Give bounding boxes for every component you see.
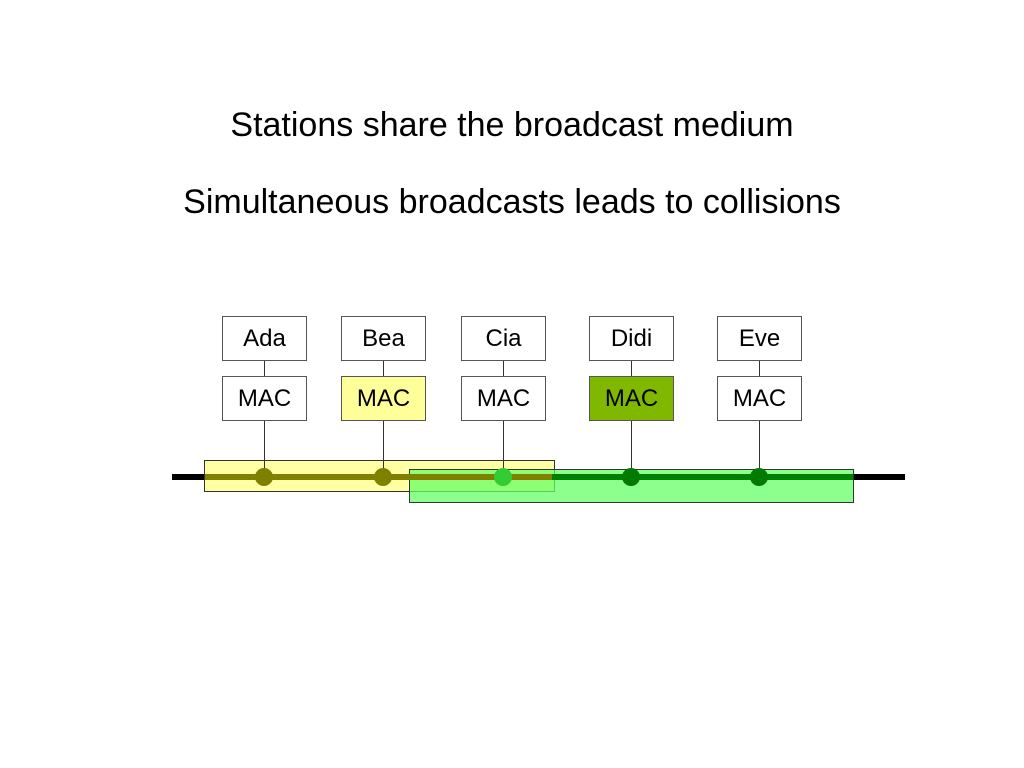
station-eve-mac-box: MAC: [717, 376, 802, 421]
station-eve-bus-connector: [759, 421, 760, 477]
station-didi-mac-box: MAC: [589, 376, 674, 421]
station-bea-box: Bea: [341, 316, 426, 361]
station-didi-top-connector: [631, 361, 632, 376]
station-bea-mac-box: MAC: [341, 376, 426, 421]
station-bea-top-connector: [383, 361, 384, 376]
station-didi-tap-dot: [622, 468, 640, 486]
station-cia-tap-dot: [494, 468, 512, 486]
station-eve-tap-dot: [750, 468, 768, 486]
station-eve-box: Eve: [717, 316, 802, 361]
didi-signal-line: [552, 474, 853, 480]
heading-shared-medium: Stations share the broadcast medium: [230, 106, 794, 144]
station-didi-bus-connector: [631, 421, 632, 477]
station-cia-mac-box: MAC: [461, 376, 546, 421]
station-ada-mac-box: MAC: [222, 376, 307, 421]
station-cia-box: Cia: [461, 316, 546, 361]
station-bea-tap-dot: [374, 468, 392, 486]
station-didi-box: Didi: [589, 316, 674, 361]
station-ada-tap-dot: [255, 468, 273, 486]
heading-collisions: Simultaneous broadcasts leads to collisi…: [183, 183, 841, 221]
station-ada-top-connector: [264, 361, 265, 376]
station-cia-top-connector: [503, 361, 504, 376]
station-ada-box: Ada: [222, 316, 307, 361]
station-eve-top-connector: [759, 361, 760, 376]
station-bea-bus-connector: [383, 421, 384, 477]
station-ada-bus-connector: [264, 421, 265, 477]
station-cia-bus-connector: [503, 421, 504, 477]
